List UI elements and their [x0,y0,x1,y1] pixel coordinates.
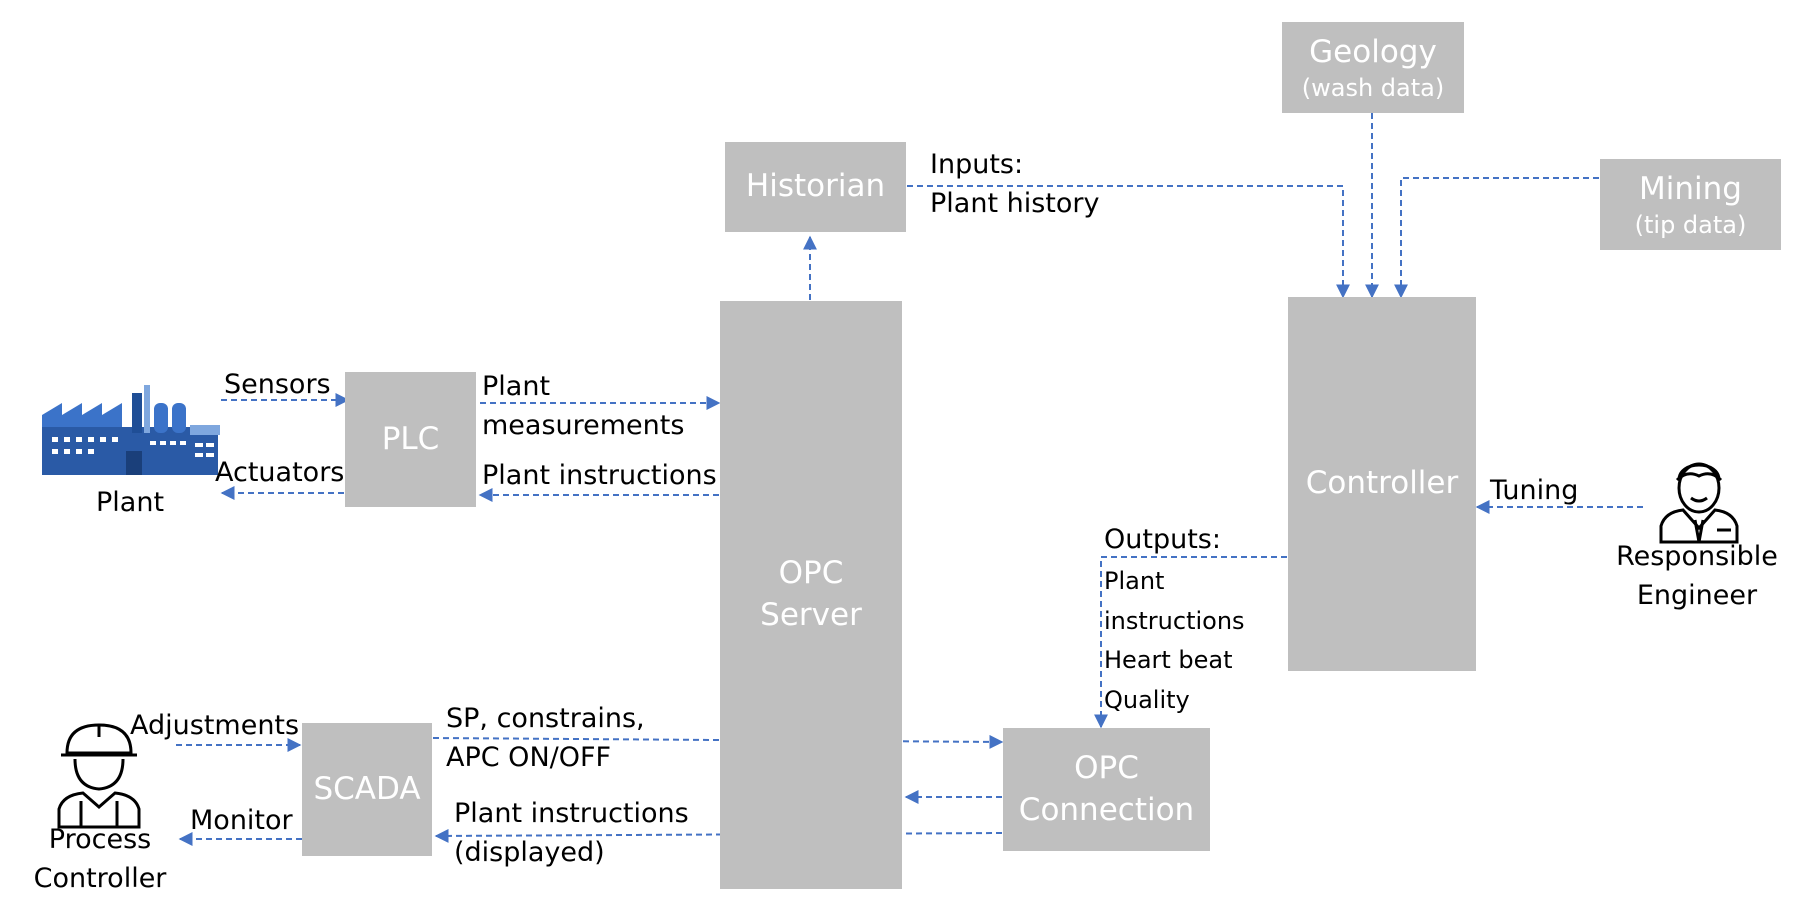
engineer-label-line2: Engineer [1636,580,1758,612]
sp-constraints-label: SP, constrains, APC ON/OFF [446,699,645,777]
plant-measurements-line1: Plant [482,371,551,402]
plant-instructions-displayed-line1: Plant instructions [454,798,689,829]
scada-box: SCADA [302,723,432,856]
plc-title: PLC [381,420,440,457]
process-controller-line1: Process [48,824,152,855]
plant-instructions-label: Plant instructions [482,460,717,491]
scada-title: SCADA [313,770,421,807]
mining-title: Mining [1639,171,1742,208]
inputs-label: Inputs: Plant history [930,145,1099,223]
tuning-label: Tuning [1490,475,1579,506]
arrow-mining-to-controller [1394,177,1599,299]
outputs-items: Plant instructions Heart beat Quality [1104,562,1245,720]
sp-constraints-line1: SP, constrains, [446,703,645,734]
outputs-item-2: instructions [1104,606,1245,635]
mining-box: Mining (tip data) [1600,159,1781,250]
arrow-plant-instructions-displayed [434,828,1003,843]
sp-constraints-line2: APC ON/OFF [446,742,612,774]
arrow-sp-constraints [432,734,1004,749]
engineer-label-line1: Responsible [1616,541,1778,572]
process-controller-label: Process Controller [20,820,180,898]
geology-title: Geology [1309,34,1437,71]
sensors-label: Sensors [224,369,331,400]
worker-hardhat-icon [57,723,141,829]
mining-subtitle: (tip data) [1634,211,1747,240]
engineer-label: Responsible Engineer [1612,537,1782,615]
geology-box: Geology (wash data) [1282,22,1464,113]
engineer-icon [1659,462,1739,544]
factory-icon [42,385,220,475]
plant-label: Plant [96,487,165,518]
opc-server-line1: OPC [778,555,844,592]
outputs-item-1: Plant [1104,567,1165,595]
opc-server-line2: Server [760,597,862,633]
plant-instructions-displayed-line2: (displayed) [454,837,605,869]
actuators-label: Actuators [215,457,345,488]
outputs-label: Outputs: [1104,524,1221,555]
adjustments-label: Adjustments [130,710,300,741]
outputs-item-3: Heart beat [1104,646,1233,675]
inputs-label-line2: Plant history [930,188,1100,220]
opc-connection-line2: Connection [1018,791,1195,828]
plc-box: PLC [345,372,476,507]
monitor-label: Monitor [190,805,293,836]
process-controller-line2: Controller [33,863,167,895]
opc-connection-line1: OPC [1074,749,1139,786]
opc-connection-box: OPC Connection [1003,728,1210,851]
outputs-item-4: Quality [1104,685,1190,714]
plant-measurements-line2: measurements [482,410,685,442]
controller-box: Controller [1288,297,1476,671]
controller-title: Controller [1305,465,1459,502]
arrow-historian-to-controller [907,185,1350,299]
historian-box: Historian [725,142,906,232]
plant-instructions-displayed-label: Plant instructions (displayed) [454,794,689,872]
geology-subtitle: (wash data) [1301,74,1445,103]
arrow-outputs [1094,556,1287,729]
inputs-label-line1: Inputs: [930,149,1024,180]
plant-measurements-label: Plant measurements [482,367,684,445]
historian-title: Historian [745,168,886,205]
opc-server-box: OPC Server [720,301,902,889]
